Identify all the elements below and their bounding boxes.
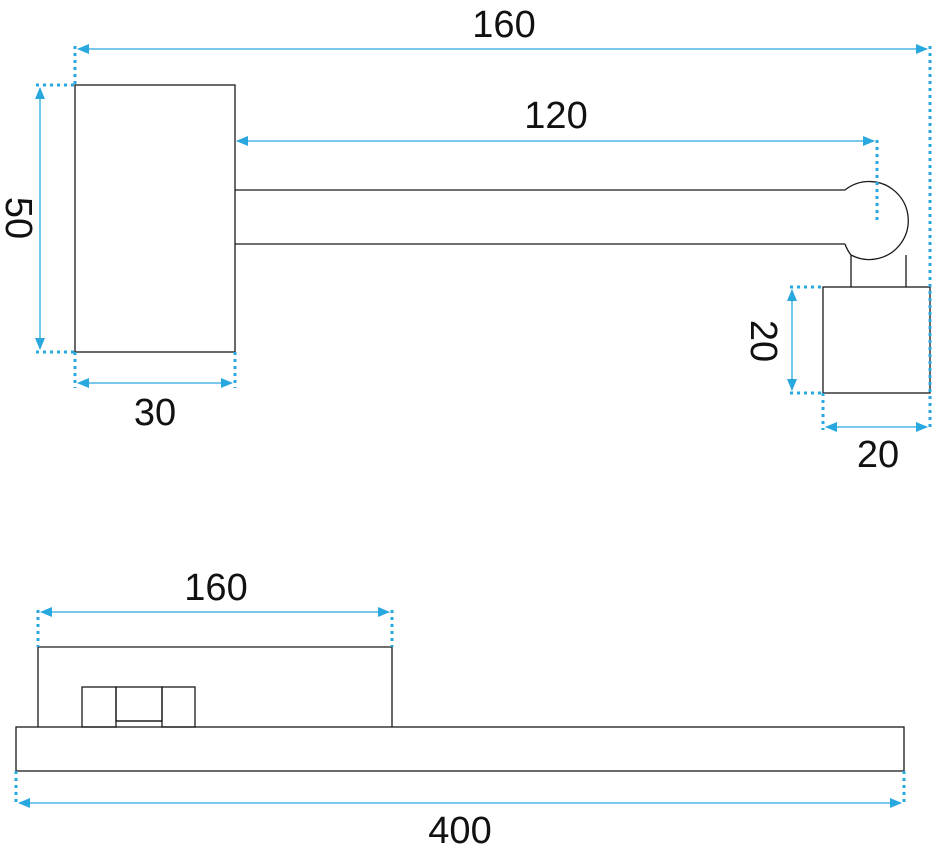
lamp-head-outline	[822, 286, 931, 394]
front-view: 160 400	[14, 567, 906, 852]
dimension-base-height: 50	[0, 83, 75, 354]
overall-length-label: 160	[472, 4, 535, 46]
dimension-arm-length: 120	[236, 95, 879, 222]
dimension-base-width: 30	[73, 352, 237, 434]
dimension-head-height: 20	[742, 285, 823, 395]
lamp-length-label: 400	[428, 810, 491, 852]
head-height-label: 20	[742, 320, 784, 362]
wall-base-outline	[74, 84, 236, 353]
dimension-lamp-length: 400	[14, 771, 906, 852]
bracket-left-outline	[81, 686, 117, 728]
dimension-overall-length: 160	[73, 4, 932, 430]
joint-ball-outline	[844, 180, 909, 287]
top-view: 160 120 50 30 20	[0, 4, 932, 476]
bracket-right-outline	[161, 686, 196, 728]
arm-length-label: 120	[524, 95, 587, 137]
bracket-middle-outline	[115, 686, 163, 722]
dimension-base-length: 160	[36, 567, 394, 647]
dimension-head-width: 20	[821, 393, 928, 476]
base-height-label: 50	[0, 197, 39, 239]
head-width-label: 20	[857, 434, 899, 476]
lamp-bar-outline	[15, 726, 905, 772]
base-width-label: 30	[134, 392, 176, 434]
arm-outline	[235, 189, 845, 245]
mounting-plate-outline	[37, 646, 393, 727]
base-length-label: 160	[184, 567, 247, 609]
